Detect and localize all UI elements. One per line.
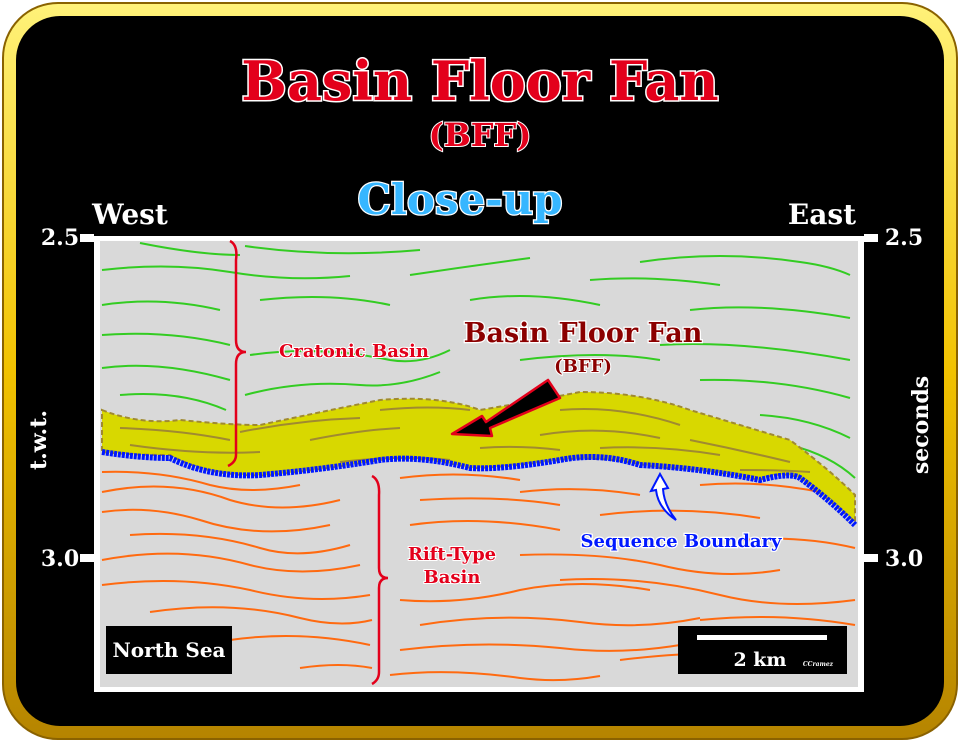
tick-mark-right-bottom xyxy=(864,554,878,562)
rift-type-basin-label-line2: Basin xyxy=(424,567,481,588)
fan-internal-reflector xyxy=(599,446,721,456)
west-label: West xyxy=(91,198,168,231)
orange-reflector xyxy=(149,606,373,625)
green-reflector xyxy=(119,393,227,411)
subtitle: (BFF) xyxy=(429,116,532,154)
green-reflector xyxy=(699,378,851,399)
orange-reflector xyxy=(101,552,361,573)
green-reflector xyxy=(101,364,231,381)
sequence-boundary-label: Sequence Boundary xyxy=(581,531,782,552)
green-reflector xyxy=(139,242,241,256)
green-reflector xyxy=(244,371,441,396)
location-label: North Sea xyxy=(112,638,225,662)
orange-reflectors xyxy=(101,470,856,682)
location-box xyxy=(106,626,232,674)
orange-reflector xyxy=(399,583,651,603)
sequence-boundary-line xyxy=(101,449,858,528)
green-reflector xyxy=(259,295,391,306)
orange-reflector xyxy=(699,615,856,626)
tick-mark-left-bottom xyxy=(80,554,94,562)
orange-reflector xyxy=(519,488,641,496)
scale-label: 2 km xyxy=(733,649,786,671)
tick-right-top: 2.5 xyxy=(885,225,923,251)
green-reflector xyxy=(589,277,721,286)
fan-internal-reflector xyxy=(559,408,681,426)
tick-right-bottom: 3.0 xyxy=(885,546,923,572)
orange-reflector xyxy=(101,485,341,509)
sequence-boundary-arrow xyxy=(649,471,677,521)
bff-arrow xyxy=(450,378,562,438)
orange-reflector xyxy=(409,520,561,531)
fan-internal-reflectors xyxy=(119,406,811,473)
green-reflector xyxy=(101,265,351,280)
scale-bar xyxy=(697,635,827,640)
orange-reflector xyxy=(519,553,781,575)
rift-type-basin-label-line1: Rift-Type xyxy=(408,544,496,565)
fan-internal-reflector xyxy=(129,444,261,454)
tick-left-bottom: 3.0 xyxy=(41,546,79,572)
fan-internal-reflector xyxy=(379,406,471,411)
green-reflector xyxy=(409,257,531,276)
east-label: East xyxy=(788,198,856,231)
cratonic-basin-brace xyxy=(227,239,247,468)
fan-internal-reflector xyxy=(539,429,661,439)
right-axis-label: seconds xyxy=(908,376,934,474)
orange-reflector xyxy=(399,473,521,481)
tick-mark-left-top xyxy=(80,234,94,242)
orange-reflector xyxy=(419,616,701,627)
orange-reflector xyxy=(101,580,371,600)
main-title: Basin Floor Fan xyxy=(241,49,718,113)
orange-reflector xyxy=(299,664,373,669)
green-reflectors xyxy=(101,242,856,479)
bff-callout-title: Basin Floor Fan xyxy=(464,318,703,349)
bff-callout-abbrev: (BFF) xyxy=(554,356,612,377)
tick-left-top: 2.5 xyxy=(41,225,79,251)
cratonic-basin-label: Cratonic Basin xyxy=(279,341,429,362)
green-reflector xyxy=(689,306,851,319)
green-reflector xyxy=(249,349,451,363)
green-reflector xyxy=(659,343,851,361)
credit-text: CCramez xyxy=(803,661,834,668)
fan-internal-reflector xyxy=(239,417,361,433)
orange-reflector xyxy=(229,635,371,646)
green-reflector xyxy=(244,245,421,255)
fan-internal-reflector xyxy=(309,427,401,441)
green-reflector xyxy=(519,354,661,361)
green-reflector xyxy=(101,300,221,311)
scale-box xyxy=(678,626,847,674)
orange-reflector xyxy=(129,532,351,555)
fan-internal-reflector xyxy=(119,427,231,441)
tick-mark-right-top xyxy=(864,234,878,242)
orange-reflector xyxy=(419,497,561,506)
green-reflector xyxy=(639,255,851,276)
fan-internal-reflector xyxy=(739,469,811,473)
orange-reflector xyxy=(599,509,761,519)
orange-reflector xyxy=(699,482,821,493)
orange-reflector xyxy=(399,643,681,652)
fan-internal-reflector xyxy=(689,439,791,463)
fan-internal-reflector xyxy=(479,445,561,451)
green-reflector xyxy=(469,295,601,306)
closeup-label: Close-up xyxy=(357,175,562,224)
orange-reflector xyxy=(559,578,856,605)
orange-reflector xyxy=(101,470,301,491)
green-reflector xyxy=(101,332,231,346)
rift-basin-brace xyxy=(371,474,389,686)
green-reflector xyxy=(759,414,851,439)
orange-reflector xyxy=(739,537,856,549)
orange-reflector xyxy=(389,671,601,682)
left-axis-label: t.w.t. xyxy=(26,410,52,470)
orange-reflector xyxy=(101,508,331,533)
